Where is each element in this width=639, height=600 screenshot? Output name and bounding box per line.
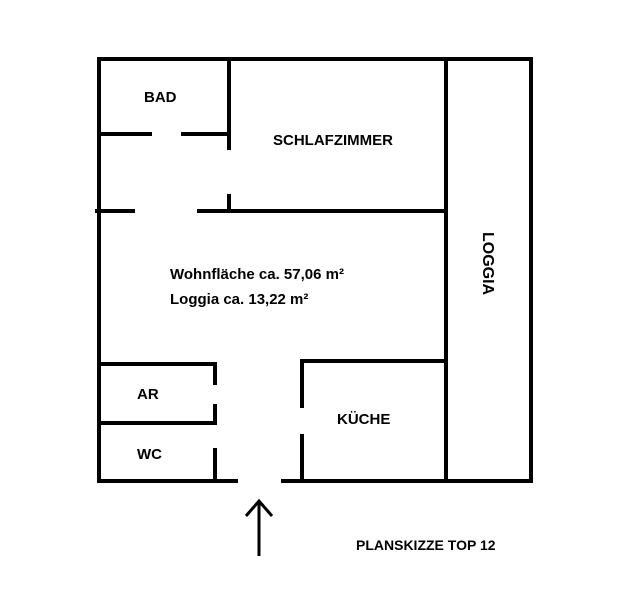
wohnflaeche-text: Wohnfläche ca. 57,06 m² <box>170 266 344 283</box>
plan-title: PLANSKIZZE TOP 12 <box>356 537 496 553</box>
loggia-area-text: Loggia ca. 13,22 m² <box>170 291 308 308</box>
room-label-wc: WC <box>137 446 162 463</box>
walls <box>95 57 533 483</box>
room-label-kueche: KÜCHE <box>337 411 390 428</box>
entrance-arrow-icon <box>244 498 274 556</box>
room-label-loggia: LOGGIA <box>479 232 496 296</box>
room-label-schlafzimmer: SCHLAFZIMMER <box>273 132 393 149</box>
room-label-ar: AR <box>137 386 159 403</box>
room-label-bad: BAD <box>144 89 177 106</box>
